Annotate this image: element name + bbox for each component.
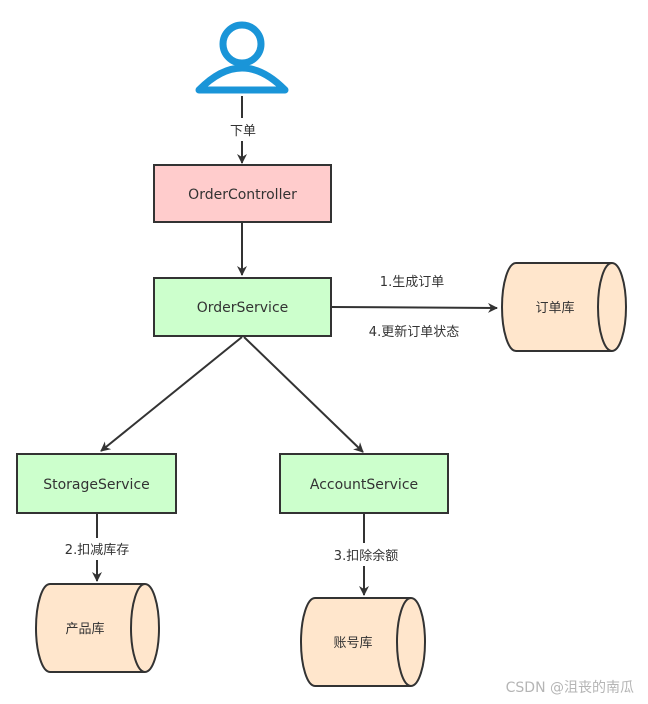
order-service-node[interactable]: OrderService xyxy=(153,277,332,337)
account-db-label: 账号库 xyxy=(333,635,372,651)
account-service-label: AccountService xyxy=(310,477,418,493)
account-db[interactable]: 账号库 xyxy=(300,597,426,687)
order-controller-label: OrderController xyxy=(188,187,297,203)
watermark-text: CSDN @沮丧的南瓜 xyxy=(506,680,634,696)
product-db[interactable]: 产品库 xyxy=(35,583,160,673)
edge-label-order: 下单 xyxy=(230,124,256,139)
edge-service-to-order-db: 1.生成订单 4.更新订单状态 xyxy=(330,275,498,340)
edge-label-deduct-balance: 3.扣除余额 xyxy=(334,548,398,564)
edge-service-to-storage xyxy=(100,336,243,452)
edge-label-update-status: 4.更新订单状态 xyxy=(369,324,459,340)
product-db-label: 产品库 xyxy=(65,621,104,637)
edge-service-to-account xyxy=(243,336,364,453)
edge-label-deduct-stock: 2.扣减库存 xyxy=(65,542,129,558)
edge-storage-to-product-db: 2.扣减库存 xyxy=(65,514,129,582)
edge-order: 下单 xyxy=(230,96,256,164)
storage-service-label: StorageService xyxy=(43,477,150,493)
edge-label-create-order: 1.生成订单 xyxy=(380,275,444,290)
order-controller-node[interactable]: OrderController xyxy=(153,164,332,223)
order-db[interactable]: 订单库 xyxy=(501,262,627,352)
user-icon xyxy=(195,21,289,94)
order-db-label: 订单库 xyxy=(535,300,574,316)
edge-account-to-account-db: 3.扣除余额 xyxy=(334,514,398,596)
storage-service-node[interactable]: StorageService xyxy=(16,453,177,514)
account-service-node[interactable]: AccountService xyxy=(279,453,449,514)
order-service-label: OrderService xyxy=(197,300,289,316)
